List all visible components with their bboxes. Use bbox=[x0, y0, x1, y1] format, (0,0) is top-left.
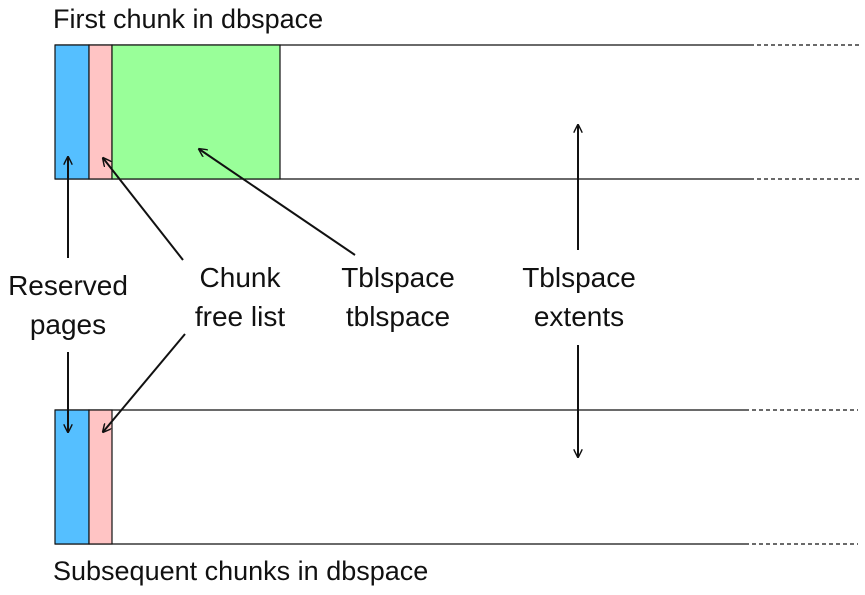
tblspace-extents-label-line-2: extents bbox=[534, 301, 624, 332]
first-chunk-reserved-pages-block bbox=[54, 44, 90, 180]
arrows bbox=[68, 125, 578, 457]
tblspace-extents-label-line-1: Tblspace bbox=[522, 262, 636, 293]
chunk-free-list-up-arrow bbox=[103, 158, 184, 261]
first-chunk-free-list-block bbox=[88, 44, 113, 180]
chunk-free-list-label: Chunk free list bbox=[195, 262, 285, 332]
reserved-pages-label: Reserved pages bbox=[8, 270, 128, 340]
first-chunk-title: First chunk in dbspace bbox=[53, 4, 323, 34]
reserved-pages-label-line-1: Reserved bbox=[8, 270, 128, 301]
tblspace-tblspace-arrow bbox=[199, 149, 356, 256]
first-chunk bbox=[54, 44, 862, 180]
tblspace-tblspace-label-line-2: tblspace bbox=[346, 301, 450, 332]
tblspace-tblspace-label: Tblspace tblspace bbox=[341, 262, 455, 332]
subsequent-chunks-title: Subsequent chunks in dbspace bbox=[53, 556, 428, 586]
chunk-free-list-down-arrow bbox=[103, 333, 186, 432]
chunk-free-list-label-line-1: Chunk bbox=[200, 262, 282, 293]
subsequent-chunk-reserved-pages-block bbox=[54, 409, 90, 545]
subsequent-chunk-free-list-block bbox=[88, 409, 113, 545]
reserved-pages-label-line-2: pages bbox=[30, 309, 106, 340]
tblspace-tblspace-block bbox=[111, 44, 281, 180]
subsequent-chunk bbox=[54, 409, 858, 545]
tblspace-extents-label: Tblspace extents bbox=[522, 262, 636, 332]
tblspace-tblspace-label-line-1: Tblspace bbox=[341, 262, 455, 293]
chunk-free-list-label-line-2: free list bbox=[195, 301, 285, 332]
